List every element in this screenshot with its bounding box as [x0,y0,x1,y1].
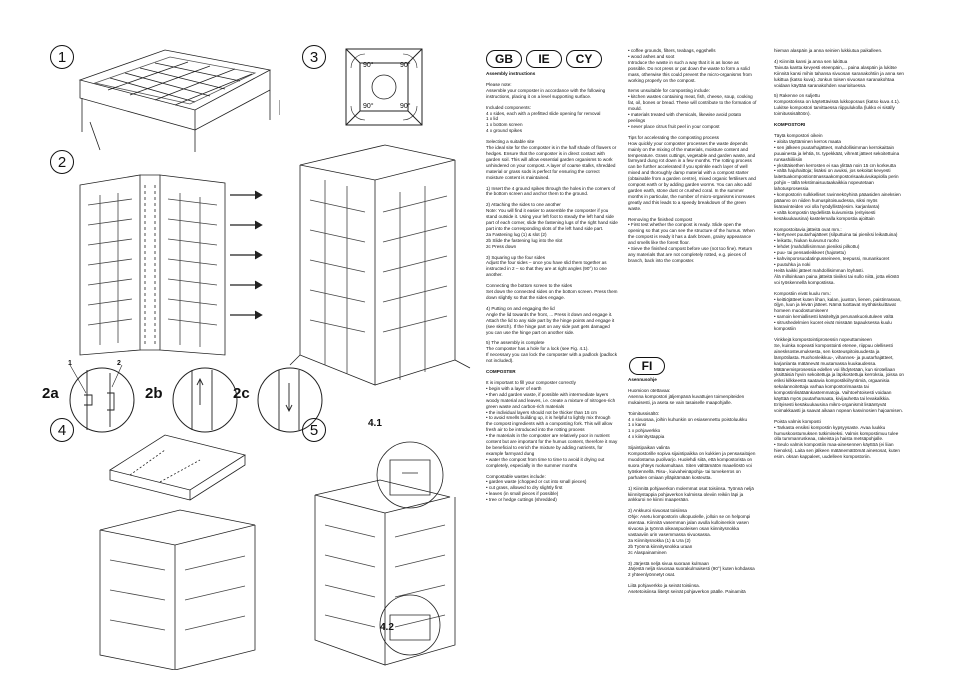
step-1-bottom-screen-drawing [78,49,280,152]
col1-paragraph: COMPOSTER [486,369,516,375]
step-2a-label: 2a [42,385,59,402]
lang-badge-gb: GB [486,50,522,68]
step-2-sides-drawing [79,174,263,356]
lang-badge-ie: IE [526,50,562,68]
detail-label-1: 1 [68,360,72,367]
col1-paragraph: Please note: Assemble your composter in … [486,81,606,99]
col3-paragraph: 4) Kiinnitä kansi ja anna sen lukittua T… [774,58,904,88]
step-3-assembled-drawing [289,144,471,386]
col3-paragraph: Poista valmis komposti • Tarkasta ensiks… [774,418,900,460]
col2b-paragraph: Huomioon otettavaa: Asenna kompostori jä… [628,387,745,405]
detail-4-1-label: 4.1 [368,418,382,429]
col2b-paragraph: 3) Järjestä neljä sivua suoraan kulmaan … [628,560,755,578]
step-1-number: 1 [50,45,74,69]
col2b-paragraph: 2) Ankkuroi sivuosat toisiinsa Ohje: Ase… [628,508,751,555]
detail-4-2-label: 4.2 [380,622,394,633]
detail-label-2: 2 [117,360,121,367]
col2a-paragraph: • coffee grounds, filters, teabags, eggs… [628,48,752,83]
col3-paragraph: Täytä kompostori oikein • aloita täyttäm… [774,132,901,221]
col1-paragraph: 3) Squaring up the four sides Adjust the… [486,254,607,278]
col1-paragraph: Selecting a suitable site The ideal site… [486,139,617,180]
col3-paragraph: KOMPOSTORI [774,122,806,128]
language-badges-en: GB IE CY [486,50,602,68]
english-instructions-column-2: • coffee grounds, filters, teabags, eggs… [628,48,758,269]
col2b-paragraph: Liitä pohjaverkko ja seinät toisiinsa. A… [628,583,746,595]
col2b-paragraph: Sijaintipaikan valinta Kompostorille sop… [628,445,756,480]
step-4-number: 4 [50,418,74,442]
angle-label-tr: 90° [400,62,411,69]
col3-paragraph: hieman alaspäin ja anna seinien lukkiutu… [774,48,883,53]
angle-label-bl: 90° [363,103,374,110]
lang-badge-fi: FI [629,357,665,375]
col1-paragraph: It is important to fill your composter c… [486,379,618,468]
col3-paragraph: Kompostiin eivät kuulu mm.: • keittiöjät… [774,290,902,332]
col3-paragraph: 5) Rakenne on suljettu Kompostorissa on … [774,93,900,117]
step-3-number: 3 [302,45,326,69]
step-5-complete-drawing [314,441,456,666]
col1-paragraph: Connecting the bottom screen to the side… [486,283,618,300]
step-5-number: 5 [302,418,326,442]
col1-paragraph: 5) The assembly is complete The composte… [486,340,617,364]
col2b-paragraph: Asennusohje [628,377,657,382]
step-3-square-diagram [345,48,423,126]
step-2b-label: 2b [145,385,163,402]
col3-paragraph: Kompostoitavia jätteitä ovat mm.: • kert… [774,226,900,285]
col1-paragraph: Compostable wastes include: • garden was… [486,473,587,503]
col1-paragraph: 1) Insert the 4 ground spikes through th… [486,185,616,197]
col1-paragraph: Assembly instructions [486,71,536,76]
step-4-lid-drawing [99,434,256,670]
finnish-instructions-column-2: hieman alaspäin ja anna seinien lukkiutu… [774,48,904,465]
step-2-number: 2 [50,150,74,174]
col2b-paragraph: 1) Kiinnitä pohjaverkon molemmat osat to… [628,485,754,503]
col1-paragraph: 4) Putting on and engaging the lid Angle… [486,305,615,335]
col2a-paragraph: Items unsuitable for composting include:… [628,88,757,129]
lang-badge-cy: CY [566,50,602,68]
detail-2b-drawing [172,367,238,433]
col1-paragraph: Included components: 4 x sides, each wit… [486,104,601,134]
detail-2a-drawing [69,365,135,433]
col2b-paragraph: Toimitussisältö: 4 x sivuosaa, joihin ku… [628,410,748,440]
angle-label-tl: 90° [363,62,374,69]
detail-2c-drawing [257,367,323,433]
col3-paragraph: Vinkkejä kompostointiprosessin nopeuttam… [774,336,904,413]
language-badges-fi: FI [629,357,665,375]
angle-label-br: 90° [400,103,411,110]
col2a-paragraph: Removing the finished compost • First te… [628,216,755,263]
col2a-paragraph: Tips for accelerating the composting pro… [628,134,756,211]
col1-paragraph: 2) Attaching the sides to one another No… [486,202,618,249]
